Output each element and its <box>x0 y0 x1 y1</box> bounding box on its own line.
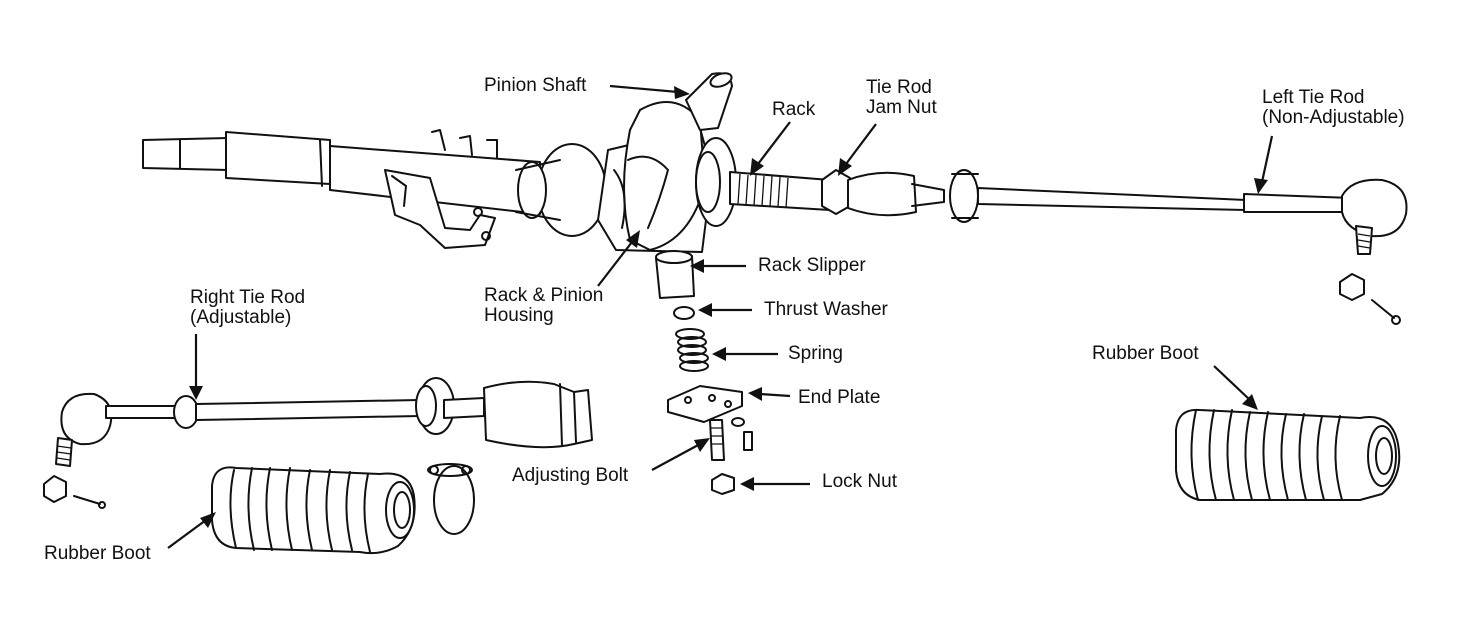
label-left-tie-rod: Left Tie Rod (Non-Adjustable) <box>1262 87 1405 128</box>
steering-rack-assembly <box>142 72 1408 325</box>
label-tie-rod-jam-nut: Tie Rod Jam Nut <box>866 77 937 118</box>
label-adjusting-bolt: Adjusting Bolt <box>512 465 629 486</box>
label-rack-slipper: Rack Slipper <box>758 255 866 276</box>
boot-clamp <box>427 463 475 535</box>
label-end-plate: End Plate <box>798 387 881 408</box>
spring <box>675 328 709 372</box>
lock-nut <box>711 473 735 495</box>
label-spring: Spring <box>788 343 843 364</box>
label-right-tie-rod: Right Tie Rod (Adjustable) <box>190 287 306 328</box>
label-rubber-boot-left: Rubber Boot <box>44 543 151 564</box>
rubber-boot-left-drawing <box>211 466 416 555</box>
rubber-boot-right-drawing <box>1175 408 1401 501</box>
label-thrust-washer: Thrust Washer <box>764 299 888 320</box>
label-lock-nut: Lock Nut <box>822 471 897 492</box>
rack-slipper <box>655 250 695 299</box>
label-rack: Rack <box>772 99 816 120</box>
adjusting-bolt <box>709 417 753 461</box>
thrust-washer <box>673 306 695 320</box>
leader-arrows <box>167 84 1274 549</box>
right-tie-rod-assembly <box>43 377 593 509</box>
label-pinion-shaft: Pinion Shaft <box>484 75 587 96</box>
label-rack-pinion-housing: Rack & Pinion Housing <box>484 285 604 326</box>
end-plate <box>667 385 743 423</box>
label-rubber-boot-right: Rubber Boot <box>1092 343 1199 364</box>
